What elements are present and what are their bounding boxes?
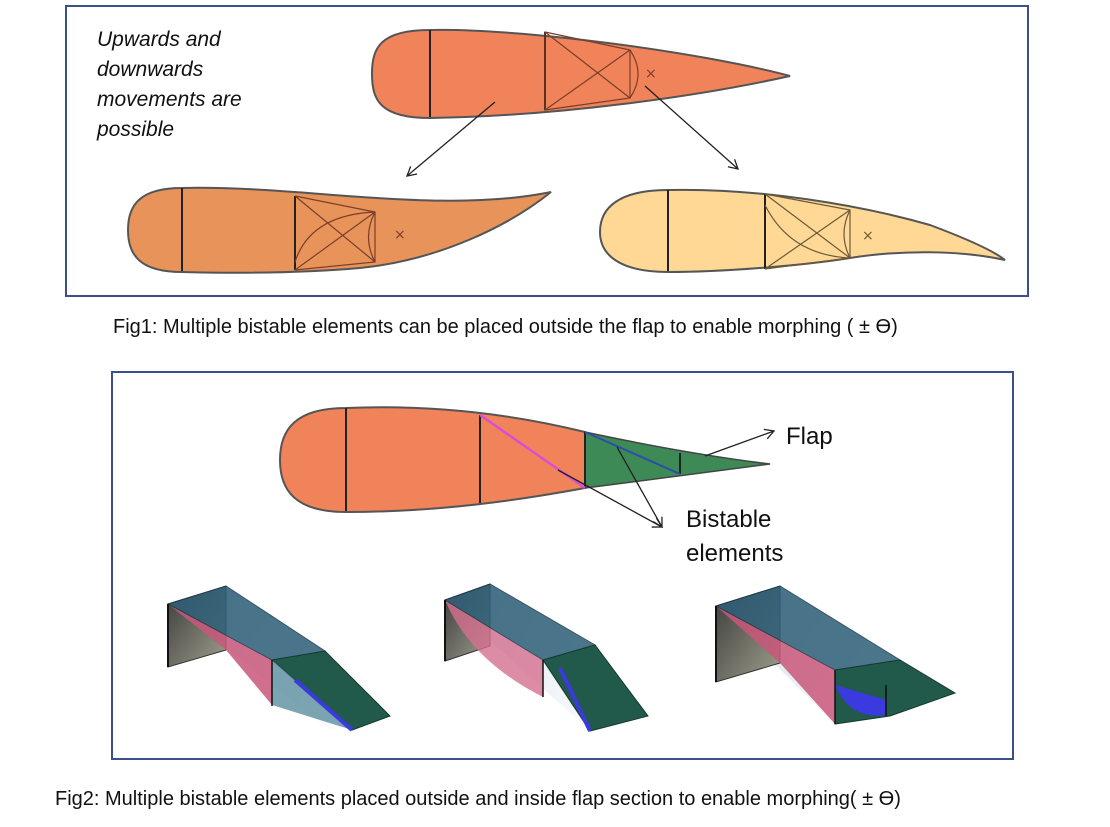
svg-text:×: ×	[645, 66, 657, 82]
figure-2-caption: Fig2: Multiple bistable elements placed …	[55, 788, 901, 811]
bistable-label-line: elements	[686, 537, 783, 571]
note-line: downwards	[97, 55, 287, 85]
airfoil-neutral: ×	[372, 30, 790, 118]
bistable-elements-label: Bistable elements	[686, 503, 783, 571]
figure-1-caption: Fig1: Multiple bistable elements can be …	[113, 316, 898, 339]
note-line: possible	[97, 115, 287, 145]
svg-text:×: ×	[394, 227, 406, 243]
airfoil-with-flap	[280, 407, 770, 512]
flap-label: Flap	[786, 420, 833, 454]
airfoil-deflected-up: ×	[128, 188, 551, 273]
note-line: movements are	[97, 85, 287, 115]
airfoil-deflected-down: ×	[600, 190, 1005, 272]
arrow-to-down	[645, 86, 738, 169]
movement-note: Upwards and downwards movements are poss…	[97, 25, 287, 145]
bistable-element-3d-1	[168, 586, 390, 730]
bistable-element-3d-3	[716, 586, 955, 724]
svg-text:×: ×	[862, 228, 874, 244]
bistable-label-line: Bistable	[686, 503, 783, 537]
arrow-to-flap-label	[705, 431, 774, 456]
bistable-element-3d-2	[445, 584, 648, 731]
note-line: Upwards and	[97, 25, 287, 55]
